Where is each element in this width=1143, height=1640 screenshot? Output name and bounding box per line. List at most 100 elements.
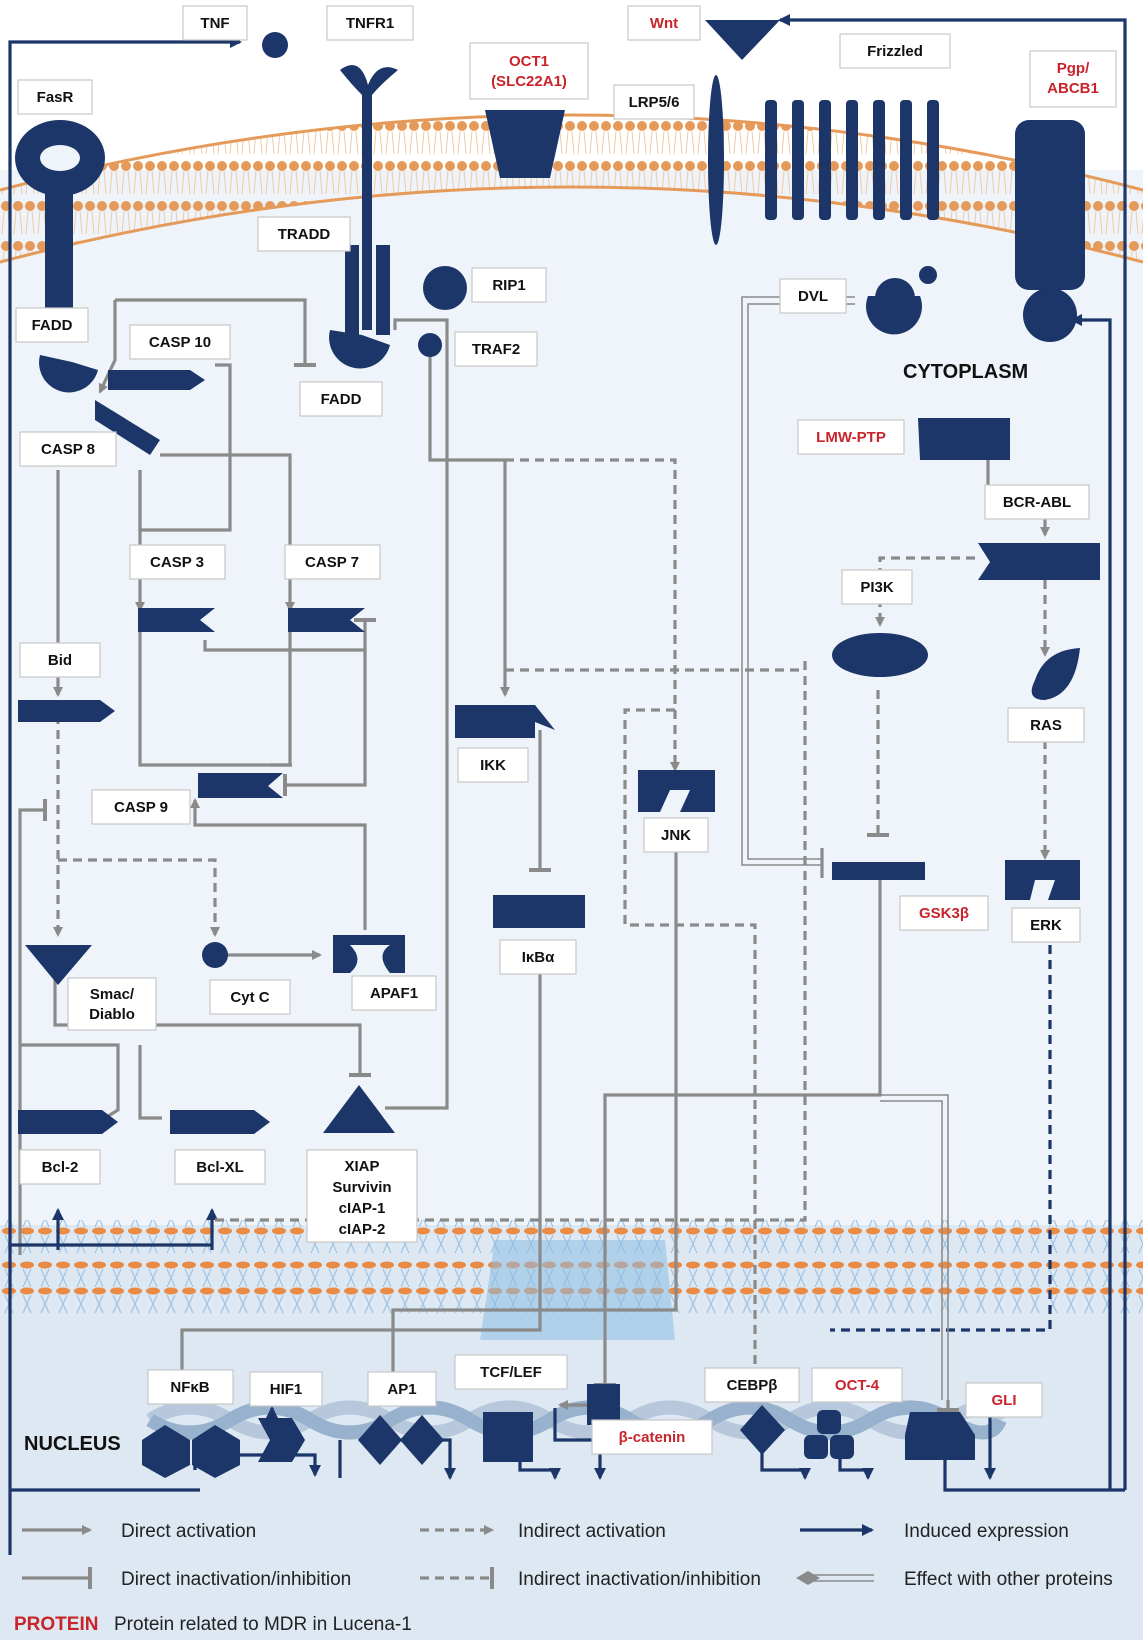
nfkb-shape	[142, 1425, 190, 1478]
svg-text:PI3K: PI3K	[860, 579, 894, 596]
svg-text:BCR-ABL: BCR-ABL	[1003, 494, 1071, 511]
svg-text:Frizzled: Frizzled	[867, 43, 923, 60]
svg-text:Direct inactivation/inhibition: Direct inactivation/inhibition	[121, 1569, 351, 1590]
svg-text:IκBα: IκBα	[522, 949, 555, 966]
svg-text:TRAF2: TRAF2	[472, 341, 520, 358]
ikba-shape	[493, 895, 585, 928]
label-oct4: OCT-4	[811, 1367, 903, 1403]
svg-text:Bid: Bid	[48, 652, 72, 669]
svg-text:RIP1: RIP1	[492, 277, 525, 294]
cytc-shape	[202, 942, 228, 968]
lrp56-shape	[708, 75, 724, 245]
svg-text:GLI: GLI	[992, 1392, 1017, 1409]
label-smac: Smac/Diablo	[67, 977, 157, 1031]
legend-direct-activation: Direct activation	[22, 1521, 256, 1542]
label-fasr: FasR	[17, 79, 93, 115]
label-cytc: Cyt C	[209, 979, 291, 1015]
oct4-shape	[804, 1410, 854, 1459]
svg-text:LMW-PTP: LMW-PTP	[816, 429, 886, 446]
label-bcatenin: β-catenin	[591, 1419, 713, 1455]
fadd2-shape	[329, 330, 390, 369]
traf2-shape	[418, 333, 442, 357]
svg-text:OCT1: OCT1	[509, 53, 549, 70]
smac-shape	[25, 945, 92, 985]
svg-text:Effect with other proteins: Effect with other proteins	[904, 1569, 1113, 1590]
svg-text:JNK: JNK	[661, 827, 691, 844]
label-apaf1: APAF1	[351, 975, 437, 1011]
svg-text:CASP 9: CASP 9	[114, 799, 168, 816]
svg-text:Pgp/: Pgp/	[1057, 60, 1090, 77]
ap1-shape	[358, 1415, 402, 1465]
label-lrp56: LRP5/6	[613, 84, 695, 120]
bid-shape	[18, 700, 115, 722]
label-pgp: Pgp/ABCB1	[1029, 50, 1117, 108]
frizzled-shape	[765, 100, 939, 318]
label-casp9: CASP 9	[91, 789, 191, 825]
dvl-shape	[865, 296, 922, 335]
label-bcrabl: BCR-ABL	[984, 484, 1090, 520]
svg-text:IKK: IKK	[480, 757, 506, 774]
legend-indirect-activation: Indirect activation	[420, 1521, 666, 1542]
label-cytoplasm: CYTOPLASM	[903, 361, 1028, 383]
rip1-shape	[423, 266, 467, 310]
ras-shape	[1031, 648, 1080, 700]
svg-text:Bcl-2: Bcl-2	[42, 1159, 79, 1176]
legend-indirect-inhibition: Indirect inactivation/inhibition	[420, 1567, 761, 1590]
svg-text:NFκB: NFκB	[170, 1379, 209, 1396]
bcl2-shape	[18, 1110, 118, 1134]
nuclear-pore	[480, 1240, 675, 1340]
svg-text:Direct activation: Direct activation	[121, 1521, 256, 1542]
svg-text:Wnt: Wnt	[650, 15, 678, 32]
label-ap1: AP1	[367, 1371, 437, 1407]
svg-text:CASP 3: CASP 3	[150, 554, 204, 571]
svg-text:DVL: DVL	[798, 288, 828, 305]
svg-text:Indirect activation: Indirect activation	[518, 1521, 666, 1542]
svg-text:TNFR1: TNFR1	[346, 15, 394, 32]
svg-text:Survivin: Survivin	[332, 1179, 391, 1196]
label-cebpb: CEBPβ	[704, 1367, 800, 1403]
label-bcl2: Bcl-2	[19, 1149, 101, 1185]
casp8-shape	[95, 400, 160, 455]
label-pi3k: PI3K	[841, 569, 913, 605]
ikk-shape	[455, 705, 555, 738]
label-dvl: DVL	[779, 278, 847, 314]
label-casp10: CASP 10	[129, 324, 231, 360]
hif1-shape	[258, 1418, 305, 1462]
svg-text:CASP 8: CASP 8	[41, 441, 95, 458]
label-traf2: TRAF2	[454, 331, 538, 367]
pgp-shape	[1015, 120, 1085, 342]
label-frizzled: Frizzled	[839, 33, 951, 69]
svg-text:Diablo: Diablo	[89, 1006, 135, 1023]
tnfr1-shape	[340, 65, 398, 330]
label-fadd2: FADD	[299, 381, 383, 417]
casp7-shape	[288, 608, 365, 632]
svg-text:cIAP-1: cIAP-1	[339, 1200, 386, 1217]
label-casp7: CASP 7	[284, 544, 381, 580]
svg-text:Bcl-XL: Bcl-XL	[196, 1159, 244, 1176]
svg-text:APAF1: APAF1	[370, 985, 418, 1002]
svg-text:ERK: ERK	[1030, 917, 1062, 934]
jnk-shape	[638, 770, 715, 812]
svg-text:RAS: RAS	[1030, 717, 1062, 734]
svg-text:β-catenin: β-catenin	[619, 1429, 686, 1446]
label-ras: RAS	[1007, 707, 1085, 743]
label-bid: Bid	[19, 642, 101, 678]
svg-text:AP1: AP1	[387, 1381, 416, 1398]
legend-protein-note: PROTEIN Protein related to MDR in Lucena…	[14, 1614, 412, 1635]
label-lmwptp: LMW-PTP	[797, 419, 905, 455]
fadd1-shape	[39, 355, 98, 393]
erk-shape	[1005, 860, 1080, 900]
label-nucleus: NUCLEUS	[24, 1433, 121, 1455]
svg-text:OCT-4: OCT-4	[835, 1377, 880, 1394]
svg-text:ABCB1: ABCB1	[1047, 80, 1099, 97]
svg-text:FADD: FADD	[32, 317, 73, 334]
svg-text:TRADD: TRADD	[278, 226, 331, 243]
bcatenin-shape	[587, 1384, 620, 1425]
svg-text:GSK3β: GSK3β	[919, 905, 969, 922]
svg-text:Indirect inactivation/inhibiti: Indirect inactivation/inhibition	[518, 1569, 761, 1590]
label-oct1: OCT1(SLC22A1)	[469, 42, 589, 100]
legend-effect-other: Effect with other proteins	[796, 1569, 1113, 1590]
tcflef-shape	[483, 1412, 533, 1462]
dna-helix	[146, 1400, 1007, 1440]
